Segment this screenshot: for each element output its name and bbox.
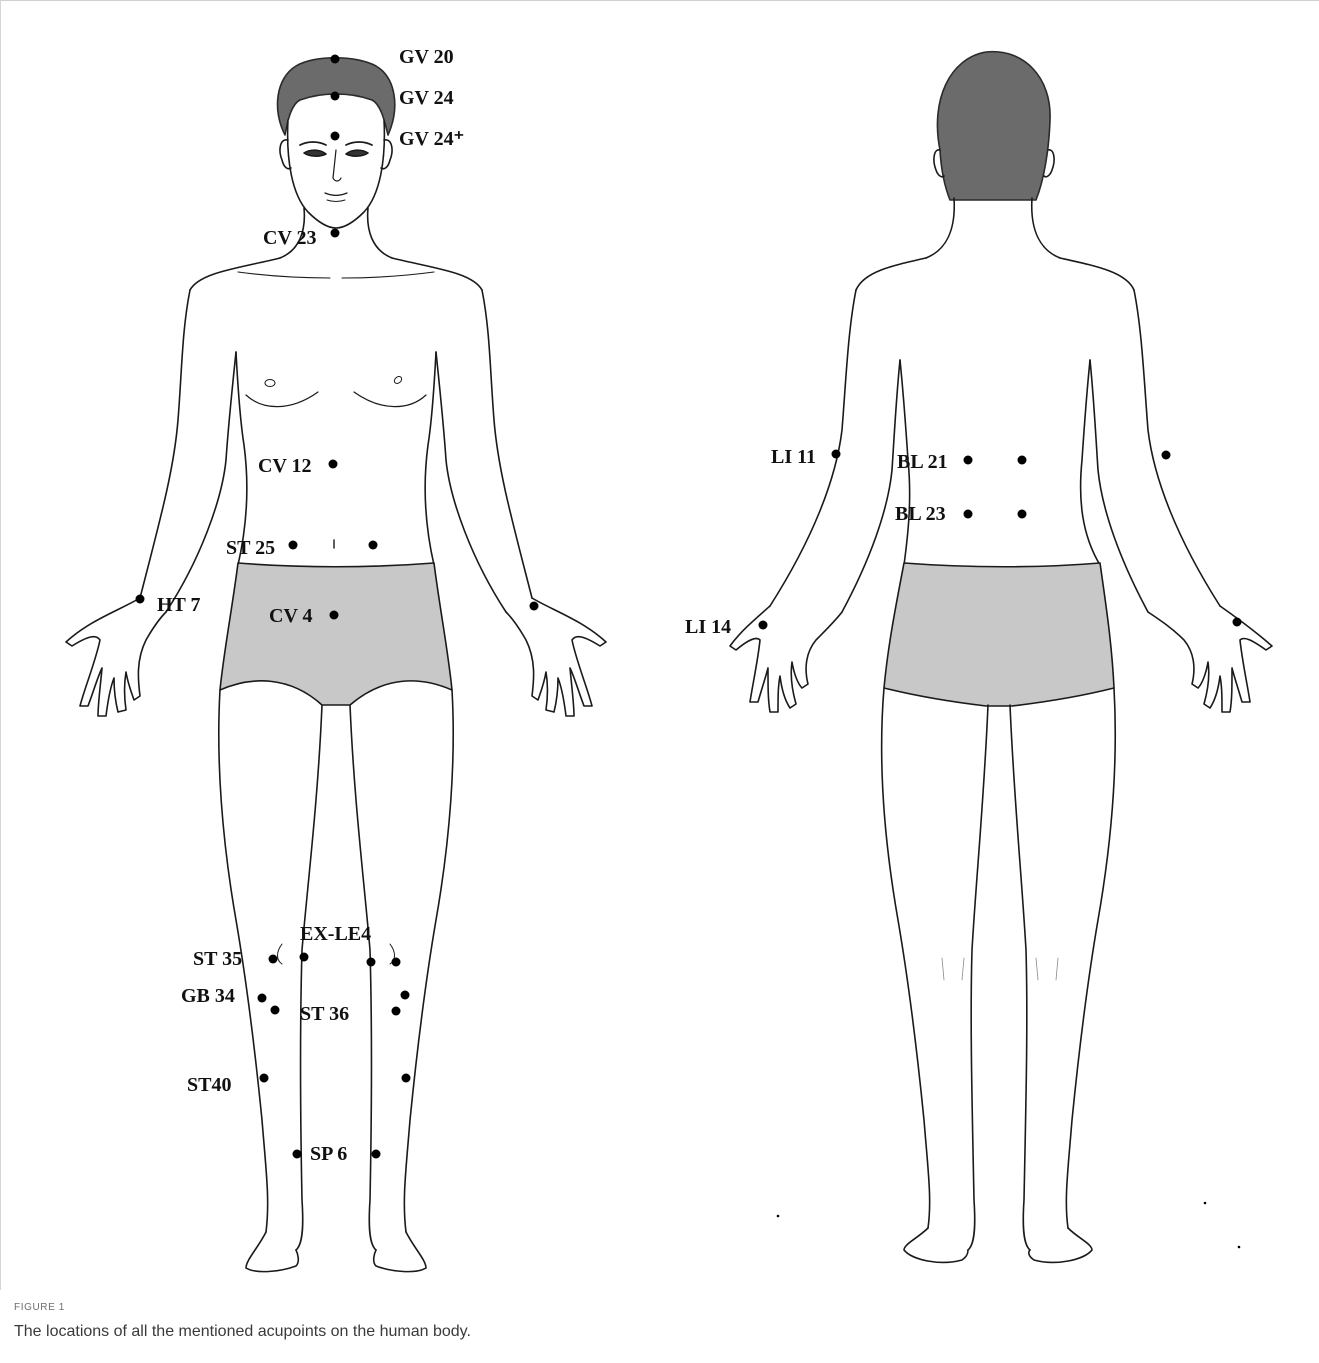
point-li11-left (832, 450, 841, 459)
front-shorts (220, 563, 452, 705)
point-cv12 (329, 460, 338, 469)
label-cv12: CV 12 (258, 455, 312, 477)
label-cv4: CV 4 (269, 605, 313, 627)
label-exle4: EX-LE4 (300, 923, 371, 945)
point-li14-right (1233, 618, 1242, 627)
point-st40-left (260, 1074, 269, 1083)
label-bl23: BL 23 (895, 503, 946, 525)
figure-label: FIGURE 1 (14, 1302, 65, 1313)
point-bl21-left (964, 456, 973, 465)
point-bl23-right (1018, 510, 1027, 519)
point-exle4-right (367, 958, 376, 967)
back-shorts (884, 563, 1114, 706)
point-bl23-left (964, 510, 973, 519)
point-gv24plus (331, 132, 340, 141)
point-li14-left (759, 621, 768, 630)
point-st25-right (369, 541, 378, 550)
figure-caption: The locations of all the mentioned acupo… (14, 1323, 471, 1341)
label-st35: ST 35 (193, 948, 242, 970)
point-sp6-left (293, 1150, 302, 1159)
point-sp6-right (372, 1150, 381, 1159)
label-bl21: BL 21 (897, 451, 948, 473)
point-gv20 (331, 55, 340, 64)
point-cv23 (331, 229, 340, 238)
point-st35-left (269, 955, 278, 964)
point-gv24 (331, 92, 340, 101)
acupoint-labels: GV 20 GV 24 GV 24⁺ CV 23 CV 12 ST 25 HT … (157, 46, 948, 1165)
label-st40: ST40 (187, 1074, 231, 1096)
point-ht7-left (136, 595, 145, 604)
point-cv4 (330, 611, 339, 620)
point-exle4-left (300, 953, 309, 962)
label-gv24plus: GV 24⁺ (399, 128, 464, 150)
point-st36-left (271, 1006, 280, 1015)
point-li11-right (1162, 451, 1171, 460)
point-ht7-right (530, 602, 539, 611)
label-li14: LI 14 (685, 616, 731, 638)
label-gb34: GB 34 (181, 985, 235, 1007)
label-st36: ST 36 (300, 1003, 349, 1025)
label-gv20: GV 20 (399, 46, 454, 68)
label-gv24: GV 24 (399, 87, 454, 109)
point-bl21-right (1018, 456, 1027, 465)
point-st35-right (392, 958, 401, 967)
label-cv23: CV 23 (263, 227, 317, 249)
label-st25: ST 25 (226, 537, 275, 559)
back-hair (937, 52, 1050, 200)
front-figure (66, 58, 606, 1272)
label-li11: LI 11 (771, 446, 816, 468)
point-st40-right (402, 1074, 411, 1083)
point-st36-right (392, 1007, 401, 1016)
label-sp6: SP 6 (310, 1143, 347, 1165)
point-st25-left (289, 541, 298, 550)
label-ht7: HT 7 (157, 594, 201, 616)
point-gb34-left (258, 994, 267, 1003)
acupoint-body-diagram: GV 20 GV 24 GV 24⁺ CV 23 CV 12 ST 25 HT … (0, 0, 1319, 1290)
back-figure (730, 52, 1272, 1263)
point-gb34-right (401, 991, 410, 1000)
